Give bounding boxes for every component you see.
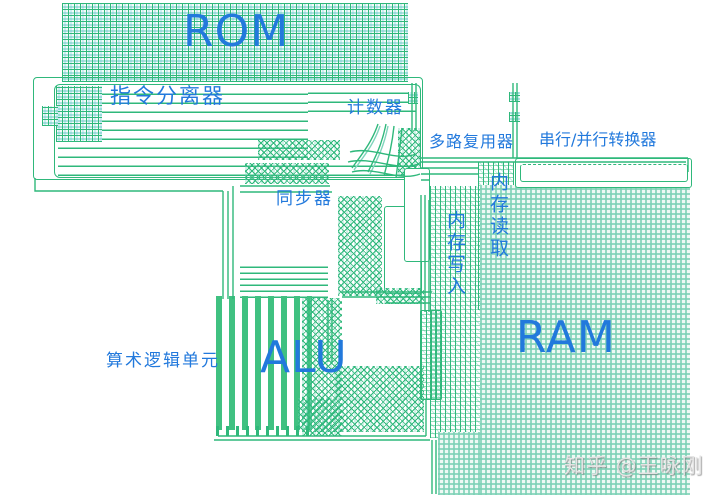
alu-hatch-rows xyxy=(298,398,424,432)
wire-tick-3 xyxy=(509,112,520,122)
alu-pin-feet xyxy=(216,426,314,436)
write-to-ram-wires xyxy=(431,440,437,494)
alu-chinese-label: 算术逻辑单元 xyxy=(106,351,220,371)
alu-top-rows xyxy=(240,266,328,298)
rom-block xyxy=(62,3,408,82)
ram-label: RAM xyxy=(516,312,616,363)
alu-mid-wires xyxy=(327,300,333,362)
ram-block xyxy=(480,185,690,495)
alu-stripes-block xyxy=(216,296,312,430)
ram-block-lower-left xyxy=(438,432,480,495)
synchronizer-band-1 xyxy=(258,140,340,160)
wire-tick-1 xyxy=(408,92,418,104)
serial-parallel-converter-inner-box xyxy=(520,164,688,182)
separator-to-alu-bus xyxy=(34,178,234,299)
separator-connector-arrow xyxy=(42,106,58,126)
instruction-bus-lines-bottom-right xyxy=(308,158,416,176)
synchronizer-band-2 xyxy=(245,163,329,184)
mid-to-write-bus xyxy=(342,291,432,304)
instruction-bus-lines-top-right xyxy=(308,92,416,112)
write-column-feed xyxy=(420,195,430,312)
memory-read-label: 内存读取 xyxy=(487,172,509,260)
alu-hatch-rect xyxy=(336,366,424,400)
counter-label: 计数器 xyxy=(347,98,404,118)
rom-label: ROM xyxy=(183,6,290,57)
sync-out-wires xyxy=(240,185,332,193)
instruction-separator-inner-box xyxy=(54,84,421,178)
synchronizer-label: 同步器 xyxy=(276,189,333,209)
rom-to-counter-wires xyxy=(411,83,518,158)
watermark: 知乎 @王咏刚 xyxy=(564,454,704,478)
mid-hatch-column xyxy=(338,196,382,296)
instruction-separator-label: 指令分离器 xyxy=(110,84,225,108)
wire-tick-2 xyxy=(509,92,520,102)
counter-tangle-1 xyxy=(351,123,403,179)
alu-label: ALU xyxy=(260,332,348,383)
alu-bottom-rail xyxy=(214,400,430,441)
counter-hatch-column xyxy=(398,128,420,176)
separator-connector-stack xyxy=(56,86,102,142)
counter-cross-wires xyxy=(347,150,421,177)
serial-parallel-converter-label: 串行/并行转换器 xyxy=(539,130,657,149)
instruction-separator-outer-box xyxy=(33,77,423,180)
alu-right-column xyxy=(420,310,442,400)
memory-write-label: 内存写入 xyxy=(444,210,466,298)
multiplexer-label: 多路复用器 xyxy=(429,132,515,151)
top-memory-bus xyxy=(421,157,689,181)
counter-tangle-teal xyxy=(353,125,389,175)
